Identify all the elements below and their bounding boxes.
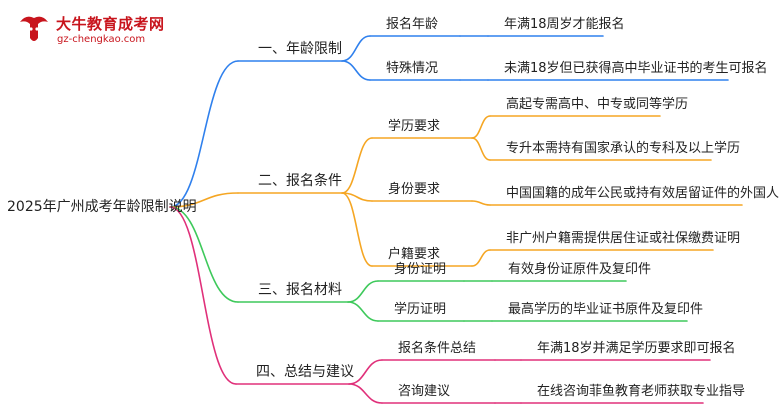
branch-connector-2 (169, 192, 239, 208)
branch-connector-1 (169, 60, 239, 208)
leaf-label-2-3-1: 非广州户籍需提供居住证或社保缴费证明 (506, 231, 741, 246)
sub-label-2-3: 户籍要求 (388, 247, 441, 262)
mindmap-connectors (169, 35, 743, 404)
sub-connector-3-2 (347, 301, 379, 322)
branch-connector-4 (169, 206, 237, 385)
leaf-label-3-2-1: 最高学历的毕业证书原件及复印件 (508, 302, 704, 317)
branch-label-2: 二、报名条件 (258, 173, 342, 189)
sub-label-4-1: 报名条件总结 (398, 341, 477, 356)
sub-label-1-1: 报名年龄 (386, 17, 439, 32)
sub-connector-2-3 (341, 192, 373, 267)
branch-connector-3 (169, 206, 239, 303)
bull-logo-icon (20, 16, 48, 41)
sub-connector-4-1 (348, 359, 383, 385)
leaf-label-1-1-1: 年满18周岁才能报名 (504, 17, 625, 32)
sub-connector-1-2 (341, 60, 371, 81)
sub-label-2-1: 学历要求 (388, 119, 441, 134)
leaf-label-2-1-2: 专升本需持有国家承认的专科及以上学历 (506, 141, 741, 156)
leaf-connector-2-1-2 (471, 137, 491, 161)
root-topic: 2025年广州成考年龄限制说明 (7, 199, 197, 215)
leaf-label-4-2-1: 在线咨询菲鱼教育老师获取专业指导 (537, 384, 746, 399)
sub-label-3-1: 身份证明 (394, 262, 447, 277)
sub-label-4-2: 咨询建议 (398, 384, 451, 399)
branch-label-3: 三、报名材料 (258, 282, 342, 298)
leaf-connector-2-2-1 (471, 200, 491, 206)
watermark-title: 大牛教育成考网 (56, 15, 165, 33)
leaf-label-2-1-1: 高起专需高中、中专或同等学历 (506, 97, 689, 112)
sub-label-3-2: 学历证明 (394, 302, 447, 317)
sub-connector-1-1 (341, 35, 371, 62)
leaf-label-4-1-1: 年满18岁并满足学历要求即可报名 (537, 341, 736, 356)
leaf-label-3-1-1: 有效身份证原件及复印件 (508, 262, 652, 277)
sub-connector-4-2 (348, 383, 383, 404)
branch-label-4: 四、总结与建议 (256, 364, 354, 380)
sub-connector-2-2 (341, 192, 373, 202)
sub-label-2-2: 身份要求 (388, 182, 441, 197)
leaf-connector-2-3-1 (471, 249, 491, 267)
leaf-label-2-2-1: 中国国籍的成年公民或持有效居留证件的外国人 (506, 186, 779, 201)
watermark-url: gz-chengkao.com (57, 34, 146, 45)
leaf-connector-2-1-1 (471, 115, 491, 139)
leaf-label-1-2-1: 未满18岁但已获得高中毕业证书的考生可报名 (504, 61, 768, 76)
sub-label-1-2: 特殊情况 (386, 61, 439, 76)
sub-connector-3-1 (347, 280, 379, 303)
branch-label-1: 一、年龄限制 (258, 41, 342, 57)
sub-connector-2-1 (341, 137, 373, 194)
